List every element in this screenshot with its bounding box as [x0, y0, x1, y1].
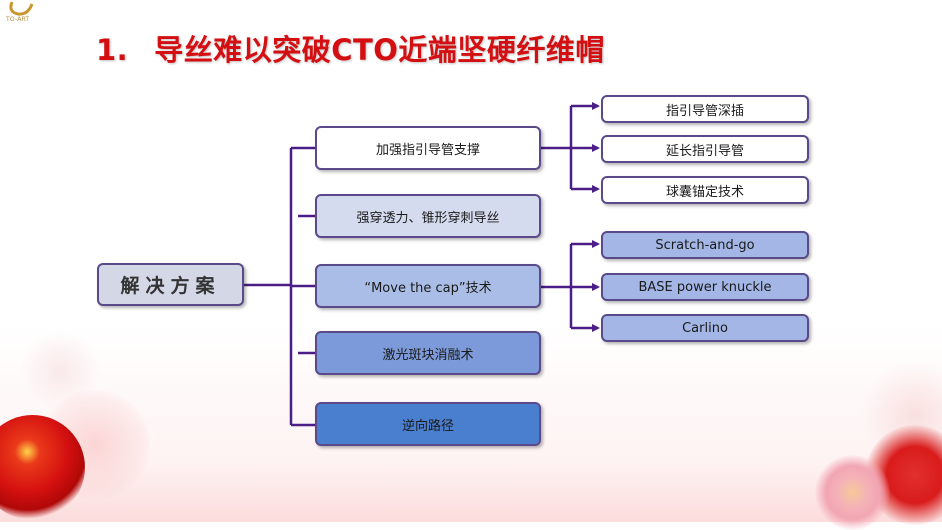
- branch-label: 强穿透力、锥形穿刺导丝: [356, 210, 500, 226]
- leaf-scratch-and-go: Scratch-and-go: [601, 231, 809, 259]
- leaf-guide-extension: 延长指引导管: [601, 135, 809, 163]
- logo-swirl-icon: [9, 1, 34, 16]
- branch-retrograde-approach: 逆向路径: [315, 402, 541, 446]
- leaf-label: BASE power knuckle: [638, 279, 772, 295]
- leaf-label: 延长指引导管: [665, 143, 744, 159]
- branch-label: 加强指引导管支撑: [375, 142, 480, 158]
- leaf-label: Scratch-and-go: [655, 237, 755, 253]
- branch-label: “Move the cap”技术: [364, 280, 492, 296]
- leaf-label: 指引导管深插: [665, 103, 744, 119]
- branch-laser-ablation: 激光斑块消融术: [315, 331, 541, 375]
- logo: TO-ART: [2, 0, 42, 30]
- branch-penetration-wire: 强穿透力、锥形穿刺导丝: [315, 194, 541, 238]
- leaf-deep-intubation: 指引导管深插: [601, 95, 809, 123]
- branch-guide-catheter-support: 加强指引导管支撑: [315, 126, 541, 170]
- leaf-label: Carlino: [682, 320, 728, 336]
- branch-label: 激光斑块消融术: [382, 347, 474, 363]
- branch-move-the-cap: “Move the cap”技术: [315, 264, 541, 308]
- branch-label: 逆向路径: [401, 418, 454, 434]
- leaf-label: 球囊锚定技术: [665, 184, 744, 200]
- root-node-solutions: 解决方案: [97, 263, 244, 306]
- leaf-base-power-knuckle: BASE power knuckle: [601, 273, 809, 301]
- title-text: 导丝难以突破CTO近端坚硬纤维帽: [154, 33, 605, 67]
- title-number: 1.: [96, 33, 129, 67]
- leaf-carlino: Carlino: [601, 314, 809, 342]
- leaf-balloon-anchoring: 球囊锚定技术: [601, 176, 809, 204]
- page-title: 1. 导丝难以突破CTO近端坚硬纤维帽: [96, 27, 605, 69]
- logo-text: TO-ART: [6, 16, 30, 23]
- root-node-label: 解决方案: [120, 275, 221, 297]
